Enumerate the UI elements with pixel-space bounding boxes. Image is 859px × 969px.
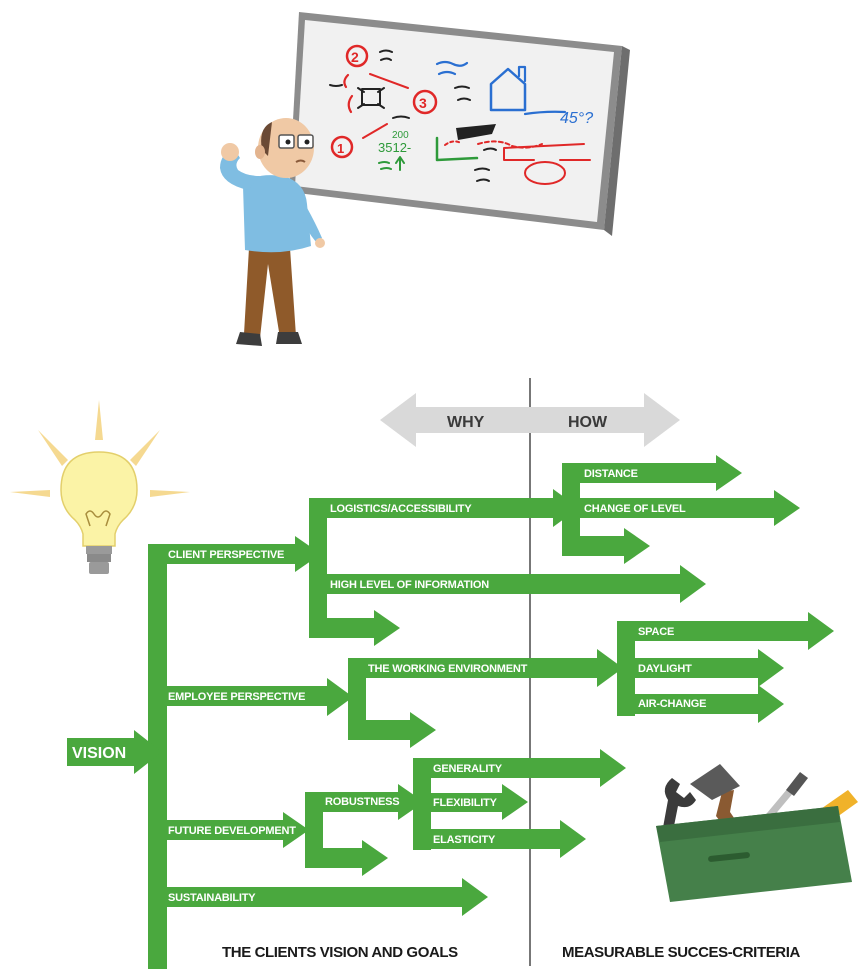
vision-label: VISION	[72, 745, 126, 762]
vision-tree: VISION CLIENT PERSPECTIVE LOGISTICS/ACCE…	[67, 455, 834, 969]
board-number-200: 200	[392, 130, 409, 141]
future-development-label: FUTURE DEVELOPMENT	[168, 825, 296, 837]
whiteboard-scribbles: 2 3 1 45°? 200 3512-	[329, 44, 593, 185]
high-level-info-label: HIGH LEVEL OF INFORMATION	[330, 579, 489, 591]
robustness-label: ROBUSTNESS	[325, 796, 399, 808]
board-number-1: 1	[337, 141, 344, 156]
generality-label: GENERALITY	[433, 763, 503, 775]
board-number-3: 3	[419, 95, 427, 111]
vision-node: VISION	[67, 730, 162, 774]
employee-perspective-branch: EMPLOYEE PERSPECTIVE THE WORKING ENVIRON…	[148, 649, 623, 748]
whiteboard-surface	[295, 20, 614, 222]
how-label: HOW	[568, 414, 608, 431]
board-number-3512: 3512-	[378, 140, 411, 155]
client-perspective-branch: CLIENT PERSPECTIVE LOGISTICS/ACCESSIBILI…	[148, 489, 706, 646]
board-angle: 45°?	[560, 110, 593, 127]
thinking-man-figure	[220, 118, 325, 346]
footer-left-label: THE CLIENTS VISION AND GOALS	[222, 944, 458, 961]
change-of-level-label: CHANGE OF LEVEL	[584, 503, 686, 515]
why-label: WHY	[447, 414, 485, 431]
employee-perspective-label: EMPLOYEE PERSPECTIVE	[168, 691, 305, 703]
main-trunk	[148, 544, 167, 969]
future-development-branch: FUTURE DEVELOPMENT ROBUSTNESS GENERALITY…	[148, 749, 626, 876]
elasticity-label: ELASTICITY	[433, 834, 496, 846]
logistics-label: LOGISTICS/ACCESSIBILITY	[330, 503, 472, 515]
sustainability-branch: SUSTAINABILITY	[148, 878, 488, 916]
footer-right-label: MEASURABLE SUCCES-CRITERIA	[562, 944, 801, 961]
how-arrow	[530, 393, 680, 447]
why-arrow	[380, 393, 530, 447]
client-perspective-label: CLIENT PERSPECTIVE	[168, 549, 284, 561]
working-environment-label: THE WORKING ENVIRONMENT	[368, 663, 528, 675]
working-environment-criteria: SPACE DAYLIGHT AIR-CHANGE	[617, 612, 834, 723]
light-bulb-icon	[10, 400, 190, 574]
flexibility-label: FLEXIBILITY	[433, 797, 498, 809]
space-label: SPACE	[638, 626, 674, 638]
distance-label: DISTANCE	[584, 468, 638, 480]
board-number-2: 2	[351, 49, 359, 65]
daylight-label: DAYLIGHT	[638, 663, 692, 675]
logistics-criteria: DISTANCE CHANGE OF LEVEL	[562, 455, 800, 564]
whiteboard-illustration: 2 3 1 45°? 200 3512-	[220, 12, 630, 346]
why-how-arrow: WHY HOW	[380, 393, 680, 447]
air-change-label: AIR-CHANGE	[638, 698, 706, 710]
sustainability-label: SUSTAINABILITY	[168, 892, 256, 904]
toolbox-icon	[656, 764, 858, 902]
